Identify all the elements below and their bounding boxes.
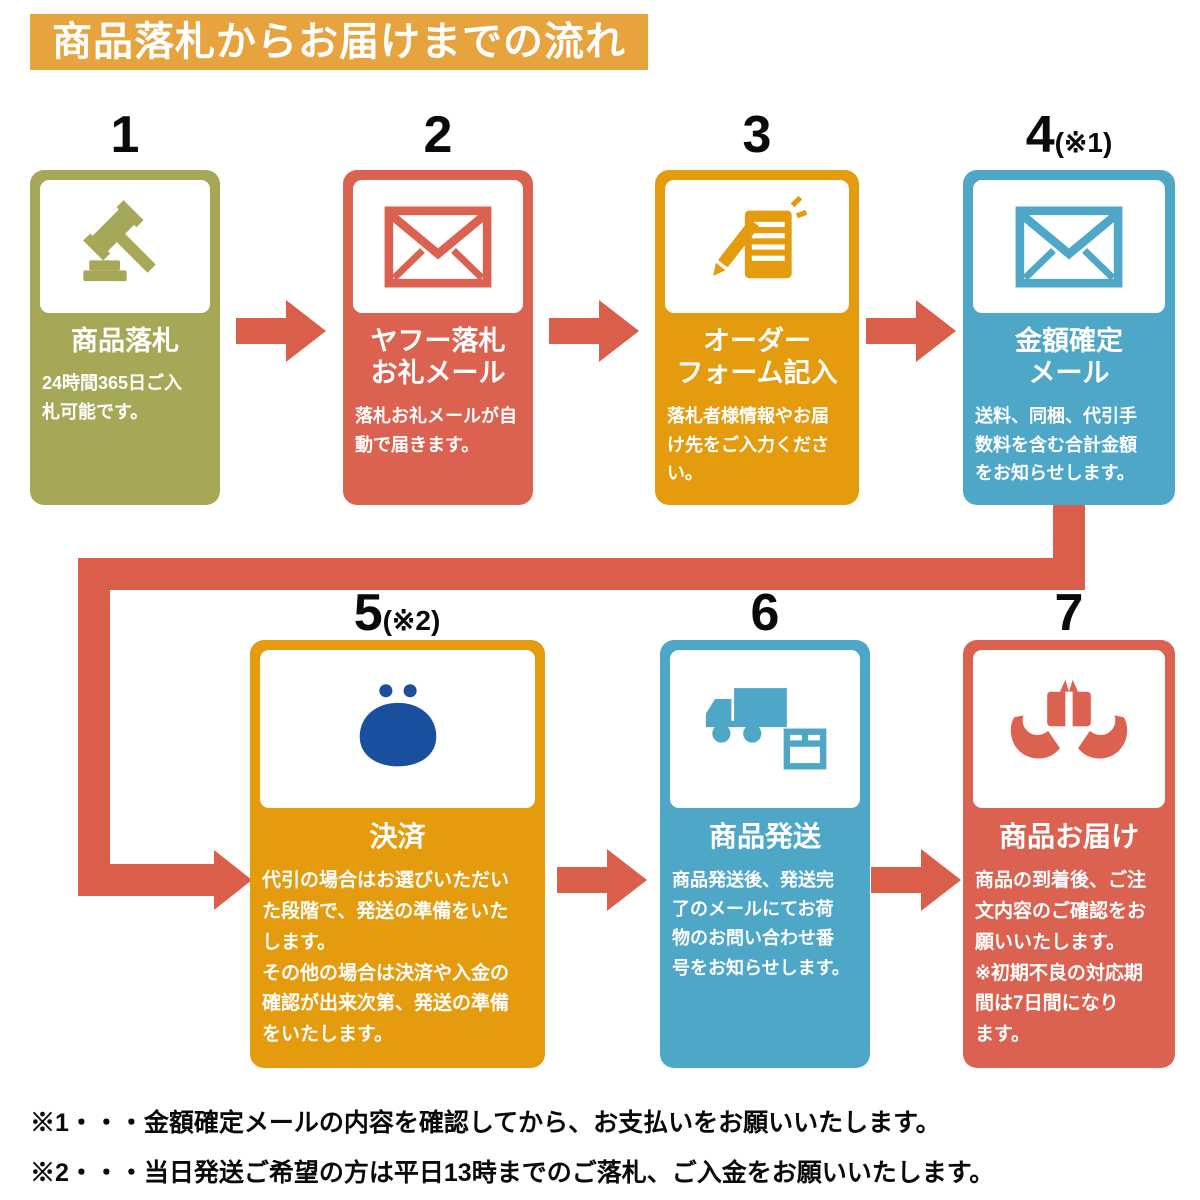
flow-arrow-1-2 xyxy=(236,300,326,362)
gavel-icon xyxy=(83,199,156,281)
step-card-7: 商品お届け 商品の到着後、ご注 文内容のご確認をお 願いいたします。 ※初期不良… xyxy=(963,640,1175,1068)
step-1-icon-panel xyxy=(40,180,210,313)
step-card-1: 商品落札 24時間365日ご入 札可能です。 xyxy=(30,170,220,505)
step-2-title: ヤフー落札 お礼メール xyxy=(370,326,506,389)
step-2-icon-panel xyxy=(353,180,523,313)
step-card-3: オーダー フォーム記入 落札者様情報やお届 け先をご入力くださ い。 xyxy=(655,170,859,505)
flow-connector-arrowhead xyxy=(214,850,252,910)
step-3-number: 3 xyxy=(742,106,772,164)
flow-arrow-2-3 xyxy=(549,300,639,362)
step-7-desc: 商品の到着後、ご注 文内容のご確認をお 願いいたします。 ※初期不良の対応期 間… xyxy=(975,869,1147,1046)
flow-arrow-6-7 xyxy=(871,849,961,911)
mail-icon xyxy=(384,206,492,287)
step-2-desc: 落札お礼メールが自 動で届きます。 xyxy=(355,405,517,455)
step-1-title: 商品落札 xyxy=(71,326,179,356)
step-3-desc: 落札者様情報やお届 け先をご入力くださ い。 xyxy=(667,405,829,484)
page-title: 商品落札からお届けまでの流れ xyxy=(30,14,648,70)
flow-connector-segment xyxy=(78,864,216,896)
step-card-4: 金額確定 メール 送料、同梱、代引手 数料を含む合計金額 をお知らせします。 xyxy=(963,170,1175,505)
step-7-icon-panel xyxy=(973,650,1165,808)
step-5-icon-panel xyxy=(260,650,535,808)
step-4-desc: 送料、同梱、代引手 数料を含む合計金額 をお知らせします。 xyxy=(975,405,1137,484)
footnote-2: ※2・・・当日発送ご希望の方は平日13時までのご落札、ご入金をお願いいたします。 xyxy=(30,1159,995,1187)
step-6-number: 6 xyxy=(750,584,780,642)
step-6-title: 商品発送 xyxy=(708,821,821,852)
hands-package-icon xyxy=(1010,679,1128,759)
step-7-title: 商品お届け xyxy=(998,821,1139,852)
flow-arrow-3-4 xyxy=(866,300,956,362)
step-1-desc: 24時間365日ご入 札可能です。 xyxy=(42,373,183,423)
step-card-5: 決済 代引の場合はお選びいただい た段階で、発送の準備をいた します。 その他の… xyxy=(250,640,545,1068)
step-card-6: 商品発送 商品発送後、発送完 了のメールにてお荷 物のお問い合わせ番 号をお知ら… xyxy=(660,640,870,1068)
step-3-icon-panel xyxy=(665,180,849,313)
mail-icon xyxy=(1015,206,1123,287)
step-5-title: 決済 xyxy=(369,821,426,852)
flow-connector-segment xyxy=(78,558,1085,590)
step-4-number: 4(※1) xyxy=(1025,106,1113,164)
step-7-number: 7 xyxy=(1054,584,1084,642)
step-4-icon-panel xyxy=(973,180,1165,313)
step-6-icon-panel xyxy=(670,650,860,808)
step-4-title: 金額確定 メール xyxy=(1015,326,1123,389)
footnote-1: ※1・・・金額確定メールの内容を確認してから、お支払いをお願いいたします。 xyxy=(30,1109,941,1137)
step-5-desc: 代引の場合はお選びいただい た段階で、発送の準備をいた します。 その他の場合は… xyxy=(262,869,510,1046)
truck-box-icon xyxy=(705,688,827,770)
step-1-number: 1 xyxy=(110,106,140,164)
flow-connector-segment xyxy=(78,558,110,896)
flow-arrow-5-6 xyxy=(557,849,647,911)
step-2-number: 2 xyxy=(423,106,453,164)
form-pencil-icon xyxy=(713,195,808,278)
step-card-2: ヤフー落札 お礼メール 落札お礼メールが自 動で届きます。 xyxy=(343,170,533,505)
step-6-desc: 商品発送後、発送完 了のメールにてお荷 物のお問い合わせ番 号をお知らせします。 xyxy=(672,869,850,978)
step-3-title: オーダー フォーム記入 xyxy=(676,326,838,389)
step-5-number: 5(※2) xyxy=(353,584,441,642)
purse-icon xyxy=(359,684,436,767)
